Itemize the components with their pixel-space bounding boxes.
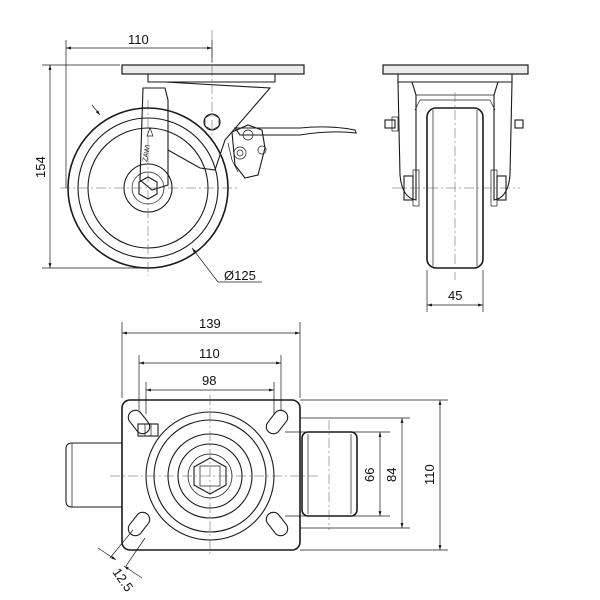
- dim-wheel-diameter: Ø125: [224, 268, 256, 283]
- dim-side-top-width: 110: [128, 32, 149, 47]
- side-fork: [139, 87, 169, 191]
- front-top-plate: [382, 64, 529, 75]
- dim-plate-110: 110: [422, 464, 437, 485]
- dim-plate-66: 66: [362, 468, 377, 482]
- top-brake-housing: [65, 442, 122, 508]
- dim-side-height: 154: [33, 156, 48, 178]
- top-plate: [121, 399, 301, 551]
- dim-front-wheel-width: 45: [448, 288, 462, 303]
- front-view: 45: [382, 64, 529, 312]
- dim-slot-width: 12.5: [110, 565, 137, 594]
- top-wheel: [301, 431, 358, 517]
- brake-lever: [233, 126, 357, 136]
- brand-mark: ZAWI: [142, 144, 152, 162]
- side-top-plate: [121, 64, 305, 75]
- front-fork: [397, 81, 417, 201]
- dim-plate-84: 84: [384, 468, 399, 482]
- side-view: ZAWI 110 154 Ø125: [33, 30, 357, 283]
- mount-slots: [127, 409, 289, 537]
- dim-hole-spacing-outer: 110: [199, 346, 220, 361]
- top-view: 139 110 98 66 84 110 12.5: [65, 316, 448, 594]
- dim-hole-spacing-inner: 98: [202, 373, 216, 388]
- dim-plate-width: 139: [199, 316, 221, 331]
